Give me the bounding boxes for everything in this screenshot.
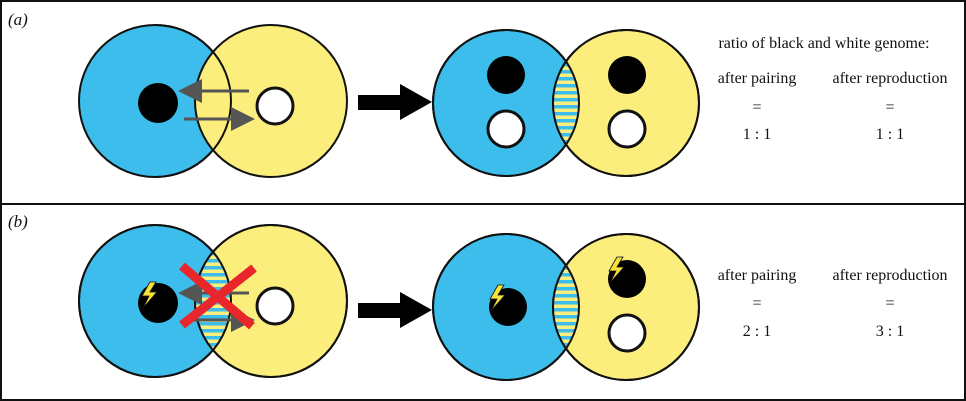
cell-pair-after bbox=[432, 29, 700, 177]
ratio-equals-reproduction: = bbox=[885, 99, 894, 116]
ratio-equals-reproduction: = bbox=[885, 295, 894, 312]
panel-b: (b) bbox=[8, 212, 948, 381]
red-x-icon bbox=[179, 262, 257, 330]
white-genome bbox=[486, 109, 526, 149]
ratio-value-pairing: 1 : 1 bbox=[743, 126, 771, 143]
white-genome bbox=[607, 109, 647, 149]
lightning-icon bbox=[141, 281, 158, 309]
cell-pair-after bbox=[432, 233, 700, 381]
black-genome bbox=[138, 283, 178, 323]
white-genome bbox=[607, 313, 647, 353]
white-genome bbox=[255, 86, 295, 126]
ratio-equals-pairing: = bbox=[752, 99, 761, 116]
blue-cell-edge bbox=[154, 24, 232, 178]
panel-a-label: (a) bbox=[8, 10, 28, 29]
right-arrow-icon bbox=[358, 84, 432, 120]
black-genome bbox=[487, 56, 525, 94]
black-genome bbox=[138, 83, 178, 123]
white-genome bbox=[255, 286, 295, 326]
cell-pair-before bbox=[78, 224, 348, 378]
ratio-title-pairing: after pairing bbox=[718, 70, 797, 87]
black-genome bbox=[608, 56, 646, 94]
ratio-title-reproduction: after reproduction bbox=[832, 267, 947, 284]
lightning-icon bbox=[489, 284, 506, 312]
ratio-value-reproduction: 3 : 1 bbox=[876, 323, 904, 340]
ratio-equals-pairing: = bbox=[752, 295, 761, 312]
ratio-title-reproduction: after reproduction bbox=[832, 70, 947, 87]
panel-b-label: (b) bbox=[8, 212, 28, 231]
right-arrow-icon bbox=[358, 292, 432, 328]
lightning-icon bbox=[608, 256, 625, 284]
ratio-value-reproduction: 1 : 1 bbox=[876, 126, 904, 143]
panel-a: (a) ratio of bla bbox=[8, 10, 948, 178]
ratio-title-pairing: after pairing bbox=[718, 267, 797, 284]
ratio-heading: ratio of black and white genome: bbox=[718, 35, 929, 52]
cell-pair-before bbox=[78, 24, 348, 178]
ratio-value-pairing: 2 : 1 bbox=[743, 323, 771, 340]
